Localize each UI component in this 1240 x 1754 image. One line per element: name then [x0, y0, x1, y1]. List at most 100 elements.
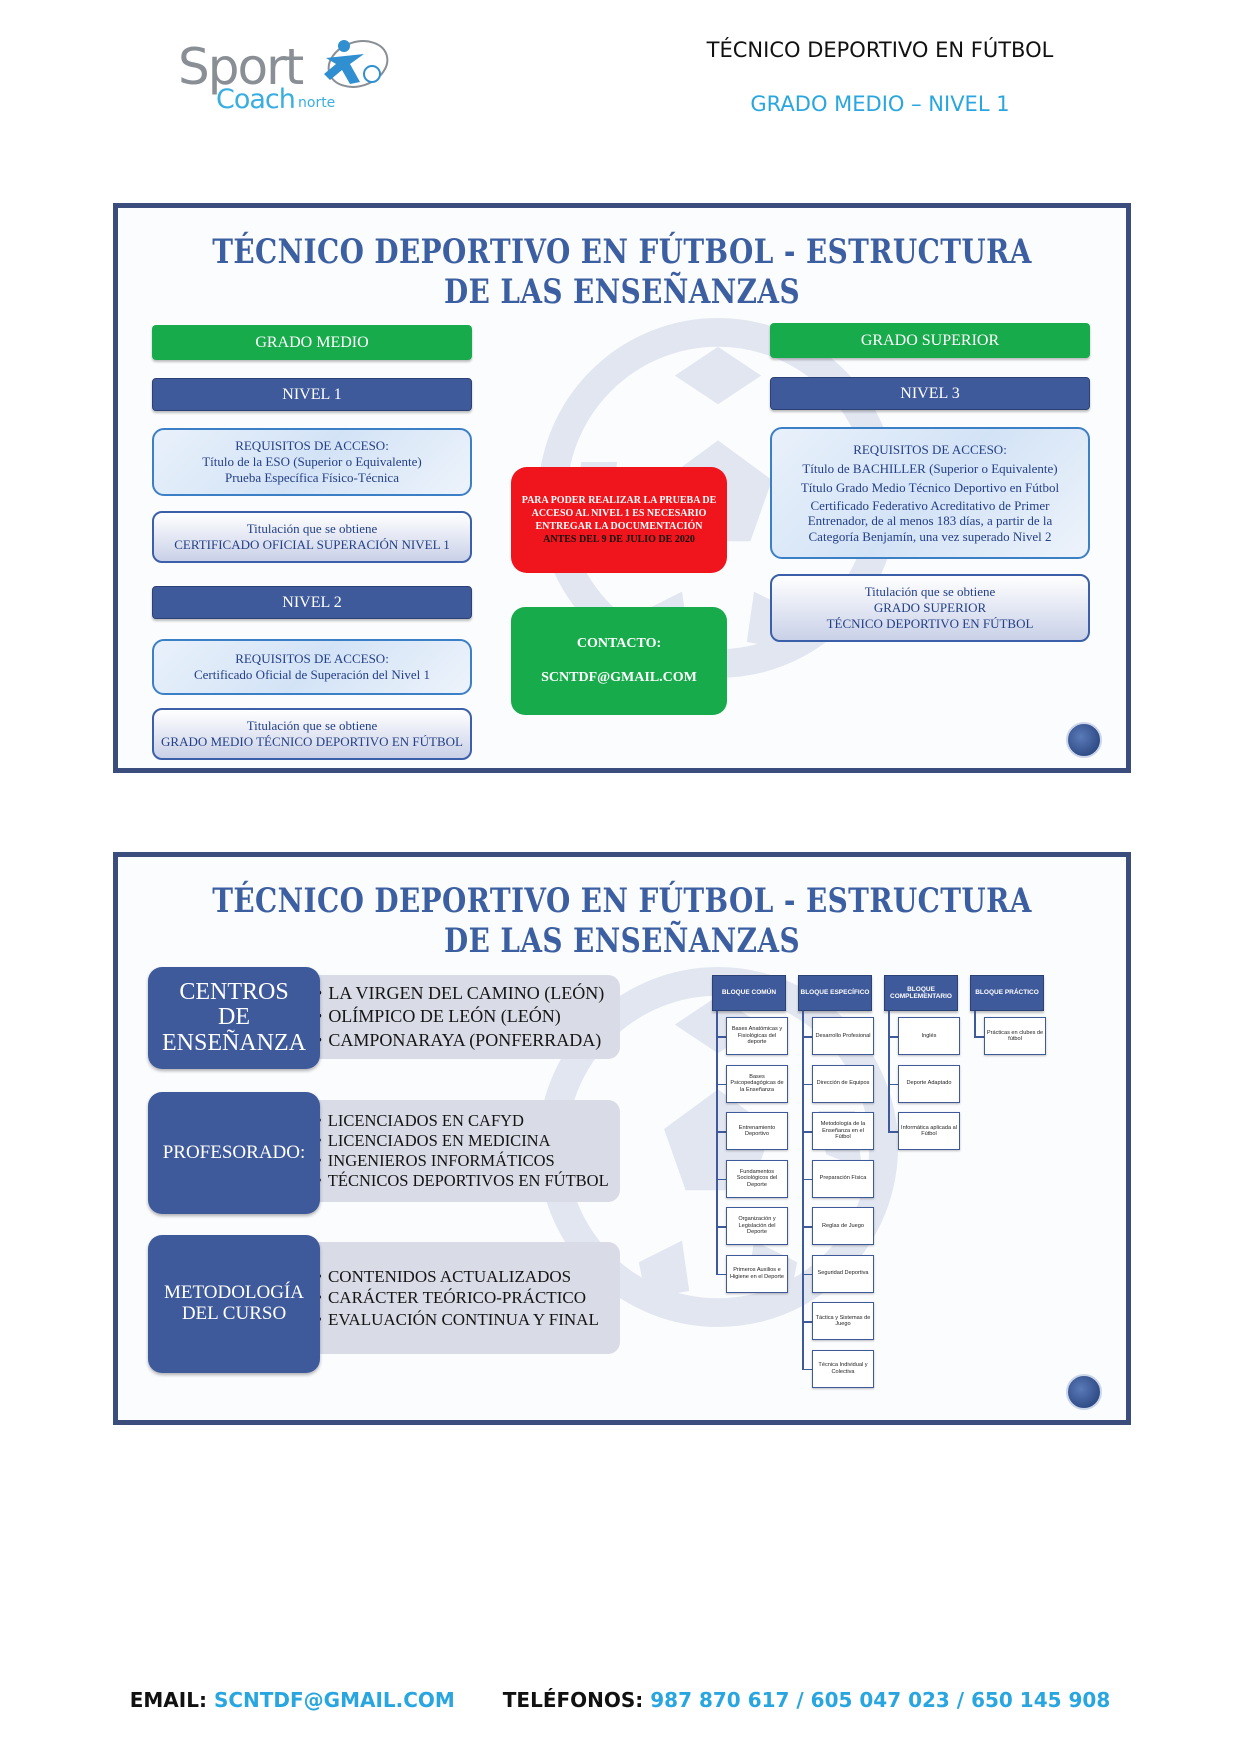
bloque-item: Fundamentos Sociológicos del Deporte	[726, 1159, 788, 1198]
bloque-header: BLOQUE COMPLEMENTARIO	[884, 975, 958, 1011]
requisito-item: Título de la ESO (Superior o Equivalente…	[202, 453, 422, 469]
tree-connector	[716, 1131, 726, 1133]
bloque-item: Prácticas en clubes de fútbol	[984, 1017, 1046, 1055]
requisito-item: Título de BACHILLER (Superior o Equivale…	[802, 461, 1058, 477]
footer-email[interactable]: SCNTDF@GMAIL.COM	[213, 1688, 455, 1712]
profesorado-item: LICENCIADOS EN CAFYD	[316, 1111, 620, 1131]
titulacion-value: TÉCNICO DEPORTIVO EN FÚTBOL	[826, 616, 1034, 632]
bloque-item: Metodología de la Enseñanza en el Fútbol	[812, 1112, 874, 1150]
nivel2-requisitos-box: REQUISITOS DE ACCESO: Certificado Oficia…	[152, 639, 472, 695]
footer-phones-label: TELÉFONOS:	[502, 1688, 644, 1712]
tree-connector	[802, 1011, 804, 1369]
bloque-header: BLOQUE ESPECÍFICO	[798, 975, 872, 1011]
aviso-deadline: ANTES DEL 9 DE JULIO DE 2020	[543, 534, 695, 545]
nivel3-requisitos-box: REQUISITOS DE ACCESO: Título de BACHILLE…	[770, 427, 1090, 559]
ball-logo-icon	[1066, 1374, 1102, 1410]
tree-connector	[716, 1036, 726, 1038]
bloque-item: Táctica y Sistemas de Juego	[812, 1302, 874, 1340]
grado-superior-header: GRADO SUPERIOR	[770, 323, 1090, 358]
requisitos-heading: REQUISITOS DE ACCESO:	[235, 437, 389, 453]
centro-item: LA VIRGEN DEL CAMINO (LEÓN)	[316, 982, 620, 1005]
centros-label-line: CENTROS	[179, 979, 289, 1006]
bloque-item: Seguridad Deportiva	[812, 1254, 874, 1293]
metodologia-item: EVALUACIÓN CONTINUA Y FINAL	[316, 1309, 620, 1330]
metodologia-item: CARÁCTER TEÓRICO-PRÁCTICO	[316, 1287, 620, 1308]
aviso-line: ACCESO AL NIVEL 1 ES NECESARIO	[531, 508, 707, 519]
metodologia-label-line: METODOLOGÍA	[163, 1282, 305, 1304]
header-subtitle: GRADO MEDIO – NIVEL 1	[750, 92, 1010, 116]
footer-phones[interactable]: 987 870 617 / 605 047 023 / 650 145 908	[650, 1688, 1111, 1712]
contacto-email[interactable]: SCNTDF@GMAIL.COM	[541, 670, 697, 685]
bloque-item: Reglas de Juego	[812, 1207, 874, 1245]
nivel2-titulacion-box: Titulación que se obtiene GRADO MEDIO TÉ…	[152, 708, 472, 760]
profesorado-item: INGENIEROS INFORMÁTICOS	[316, 1151, 620, 1171]
titulacion-value: CERTIFICADO OFICIAL SUPERACIÓN NIVEL 1	[174, 537, 450, 552]
titulacion-value: GRADO SUPERIOR	[873, 599, 987, 615]
metodologia-list: CONTENIDOS ACTUALIZADOS CARÁCTER TEÓRICO…	[308, 1242, 620, 1354]
footer-email-label: EMAIL:	[129, 1688, 207, 1712]
titulacion-heading: Titulación que se obtiene	[864, 583, 996, 599]
bloque-item: Primeros Auxilios e Higiene en el Deport…	[726, 1254, 788, 1293]
bloque-item: Preparación Física	[812, 1159, 874, 1198]
centros-list: LA VIRGEN DEL CAMINO (LEÓN) OLÍMPICO DE …	[308, 975, 620, 1059]
centro-item: CAMPONARAYA (PONFERRADA)	[316, 1029, 620, 1052]
bloque-item: Bases Psicopedagógicas de la Enseñanza	[726, 1064, 788, 1103]
bloque-header: BLOQUE PRÁCTICO	[970, 975, 1044, 1011]
bloque-item: Informática aplicada al Fútbol	[898, 1112, 960, 1150]
logo-coach-text: Coach	[216, 84, 296, 115]
tree-connector	[716, 1083, 726, 1085]
nivel3-header: NIVEL 3	[770, 377, 1090, 410]
profesorado-list: LICENCIADOS EN CAFYD LICENCIADOS EN MEDI…	[308, 1100, 620, 1202]
titulacion-heading: Titulación que se obtiene	[246, 717, 378, 733]
logo-norte-text: norte	[298, 95, 336, 111]
tree-connector	[888, 1131, 898, 1133]
titulacion-value: GRADO MEDIO TÉCNICO DEPORTIVO EN FÚTBOL	[161, 734, 463, 749]
profesorado-item: TÉCNICOS DEPORTIVOS EN FÚTBOL	[316, 1171, 620, 1191]
tree-connector	[888, 1083, 898, 1085]
requisito-item: Prueba Específica Físico-Técnica	[225, 470, 399, 486]
tree-connector	[802, 1368, 812, 1370]
centros-label-line: ENSEÑANZA	[162, 1029, 306, 1056]
centros-label: CENTROS DE ENSEÑANZA	[148, 967, 320, 1069]
tree-connector	[802, 1083, 812, 1085]
contacto-label: CONTACTO:	[576, 636, 662, 652]
tree-connector	[802, 1131, 812, 1133]
centro-item: OLÍMPICO DE LEÓN (LEÓN)	[316, 1005, 620, 1028]
bloque-item: Bases Anatómicas y Fisiológicas del depo…	[726, 1017, 788, 1055]
tree-connector	[802, 1226, 812, 1228]
aviso-line: PARA PODER REALIZAR LA PRUEBA DE	[521, 495, 717, 506]
profesorado-label: PROFESORADO:	[148, 1092, 320, 1214]
slide2-title: TÉCNICO DEPORTIVO EN FÚTBOL - ESTRUCTURA…	[212, 881, 1032, 961]
metodologia-label-line: DEL CURSO	[181, 1303, 287, 1324]
tree-connector	[974, 1011, 976, 1036]
tree-connector	[802, 1273, 812, 1275]
bloque-item: Entrenamiento Deportivo	[726, 1112, 788, 1150]
slide-estructura-centros: TÉCNICO DEPORTIVO EN FÚTBOL - ESTRUCTURA…	[113, 852, 1131, 1425]
logo-sport-text: Sport	[178, 38, 304, 96]
nivel1-requisitos-box: REQUISITOS DE ACCESO: Título de la ESO (…	[152, 428, 472, 496]
titulacion-heading: Titulación que se obtiene	[246, 520, 378, 536]
requisito-item: Certificado Federativo Acreditativo de P…	[807, 497, 1053, 545]
tree-connector	[974, 1036, 984, 1038]
slide-estructura-niveles: TÉCNICO DEPORTIVO EN FÚTBOL - ESTRUCTURA…	[113, 203, 1131, 773]
bloque-item: Dirección de Equipos	[812, 1064, 874, 1103]
ball-logo-icon	[1066, 722, 1102, 758]
slide1-title: TÉCNICO DEPORTIVO EN FÚTBOL - ESTRUCTURA…	[212, 232, 1032, 312]
metodologia-label: METODOLOGÍA DEL CURSO	[148, 1235, 320, 1373]
nivel2-header: NIVEL 2	[152, 586, 472, 619]
nivel1-header: NIVEL 1	[152, 378, 472, 411]
soccer-player-icon	[324, 40, 389, 88]
centros-label-line: DE	[218, 1004, 250, 1031]
tree-connector	[802, 1178, 812, 1180]
requisito-item: Título Grado Medio Técnico Deportivo en …	[800, 480, 1060, 496]
tree-connector	[716, 1226, 726, 1228]
tree-connector	[716, 1011, 718, 1274]
bloque-item: Técnica Individual y Colectiva	[812, 1349, 874, 1388]
aviso-plazo-box: PARA PODER REALIZAR LA PRUEBA DE ACCESO …	[511, 467, 727, 573]
header-title: TÉCNICO DEPORTIVO EN FÚTBOL	[706, 38, 1054, 62]
grado-medio-header: GRADO MEDIO	[152, 325, 472, 360]
tree-connector	[802, 1321, 812, 1323]
tree-connector	[888, 1036, 898, 1038]
bloque-header: BLOQUE COMÚN	[712, 975, 786, 1011]
bloque-item: Inglés	[898, 1017, 960, 1055]
